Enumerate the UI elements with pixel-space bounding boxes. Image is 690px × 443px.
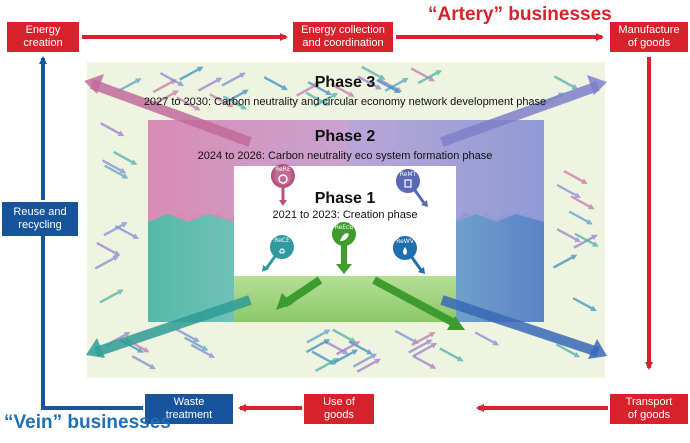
pin-label: ReEcB <box>335 224 354 231</box>
phase3-subtitle: 2027 to 2030: Carbon neutrality and circ… <box>143 96 547 108</box>
decorative-arrow <box>330 82 355 97</box>
node-waste: Waste treatment <box>145 394 233 424</box>
node-energy-collection: Energy collection and coordination <box>293 22 393 52</box>
decorative-arrow <box>184 336 209 351</box>
decorative-arrow <box>412 342 438 358</box>
decorative-arrow <box>176 96 201 111</box>
pin-icons: ReRE ReMT ReCE ♻ ReEcB <box>262 164 428 274</box>
decorative-arrow <box>412 354 437 369</box>
decorative-arrow <box>117 78 142 93</box>
decorative-arrow <box>314 357 340 372</box>
decorative-arrow <box>333 349 359 364</box>
phase1-title: Phase 1 <box>314 190 376 207</box>
decorative-arrow <box>572 297 597 312</box>
pin-label: ReMT <box>400 171 417 178</box>
decorative-arrow <box>417 70 442 85</box>
decorative-arrow <box>179 66 204 81</box>
decorative-arrow <box>159 72 185 87</box>
node-reuse: Reuse and recycling <box>2 202 78 236</box>
decorative-arrow <box>221 72 246 87</box>
water-drop-icon <box>403 247 407 255</box>
decorative-arrow <box>570 195 595 210</box>
decorative-arrow <box>305 339 331 354</box>
decorative-arrow <box>222 95 248 110</box>
pin-label: ReRE <box>275 166 291 173</box>
phase1-left-panel <box>148 214 234 322</box>
decorative-arrow <box>384 77 409 92</box>
document-icon <box>404 179 412 188</box>
decorative-arrow <box>305 91 330 106</box>
decorative-arrow <box>263 76 288 91</box>
decorative-arrow <box>306 329 331 344</box>
node-manufacture: Manufacture of goods <box>610 22 688 52</box>
pin-label: ReCE <box>274 237 290 244</box>
decorative-arrow <box>356 358 381 373</box>
decorative-arrow <box>439 347 464 362</box>
decorative-arrow <box>96 241 121 256</box>
decorative-arrow <box>411 331 436 346</box>
decorative-arrow <box>131 355 156 370</box>
business-flow-arrows <box>39 33 653 412</box>
pin-label: ReWV <box>396 238 415 245</box>
decorative-arrow <box>307 81 332 96</box>
decorative-arrow <box>563 169 588 185</box>
decorative-arrow <box>410 67 435 82</box>
decorative-arrow <box>352 353 378 368</box>
pin-remt: ReMT <box>395 169 428 207</box>
decorative-arrow <box>103 222 128 237</box>
pin-rere: ReRE <box>270 164 295 206</box>
large-diagonal-arrows <box>84 74 607 359</box>
decorative-arrow <box>394 329 419 344</box>
gear-icon <box>278 174 288 184</box>
decorative-arrow <box>474 331 500 346</box>
decorative-arrow <box>197 77 223 92</box>
node-energy-creation: Energy creation <box>7 22 79 52</box>
phase1-subtitle: 2021 to 2023: Creation phase <box>272 209 418 221</box>
pin-rewv: ReWV <box>392 236 425 274</box>
decorative-arrow <box>113 150 138 165</box>
phase1-bottom-panel <box>234 274 456 322</box>
decorative-arrow <box>209 93 234 108</box>
decorative-arrow <box>332 328 357 343</box>
decorative-arrow <box>154 90 179 105</box>
decorative-arrow <box>361 65 386 80</box>
decorative-arrow <box>101 159 127 174</box>
phase3-title: Phase 3 <box>314 74 376 91</box>
decorative-arrow <box>99 289 124 304</box>
decorative-arrow <box>104 164 129 179</box>
vein-businesses-label: “Vein” businesses <box>4 412 171 433</box>
decorative-arrow <box>313 92 339 107</box>
decorative-arrow <box>408 339 433 354</box>
decorative-arrow <box>552 254 578 269</box>
decorative-arrow <box>555 343 581 358</box>
decorative-arrow <box>348 340 373 355</box>
pin-rece: ReCE ♻ <box>262 235 294 272</box>
pin-reecb: ReEcB <box>331 222 356 274</box>
decorative-arrow <box>94 255 120 270</box>
phase1-right-panel <box>456 214 544 322</box>
decorative-arrow <box>335 341 361 356</box>
recycle-icon: ♻ <box>278 247 285 256</box>
decorative-arrow <box>190 343 216 358</box>
leaf-icon <box>340 233 349 241</box>
decorative-arrow <box>556 183 581 199</box>
node-transport: Transport of goods <box>610 394 688 424</box>
artery-businesses-label: “Artery” businesses <box>428 4 612 25</box>
decorative-arrow <box>357 75 382 90</box>
decorative-arrow <box>296 82 321 97</box>
decorative-arrow <box>553 75 579 90</box>
phase2-title: Phase 2 <box>314 128 376 145</box>
decorative-arrow <box>376 79 401 94</box>
decorative-arrow <box>152 79 177 94</box>
decorative-arrow <box>573 234 598 249</box>
node-use: Use of goods <box>304 394 374 424</box>
decorative-arrow <box>175 328 200 343</box>
decorative-arrow <box>100 122 125 137</box>
phase2-subtitle: 2024 to 2026: Carbon neutrality eco syst… <box>197 150 493 162</box>
decorative-arrow <box>574 232 599 247</box>
decorative-arrow <box>568 210 593 225</box>
decorative-arrow <box>556 228 581 243</box>
